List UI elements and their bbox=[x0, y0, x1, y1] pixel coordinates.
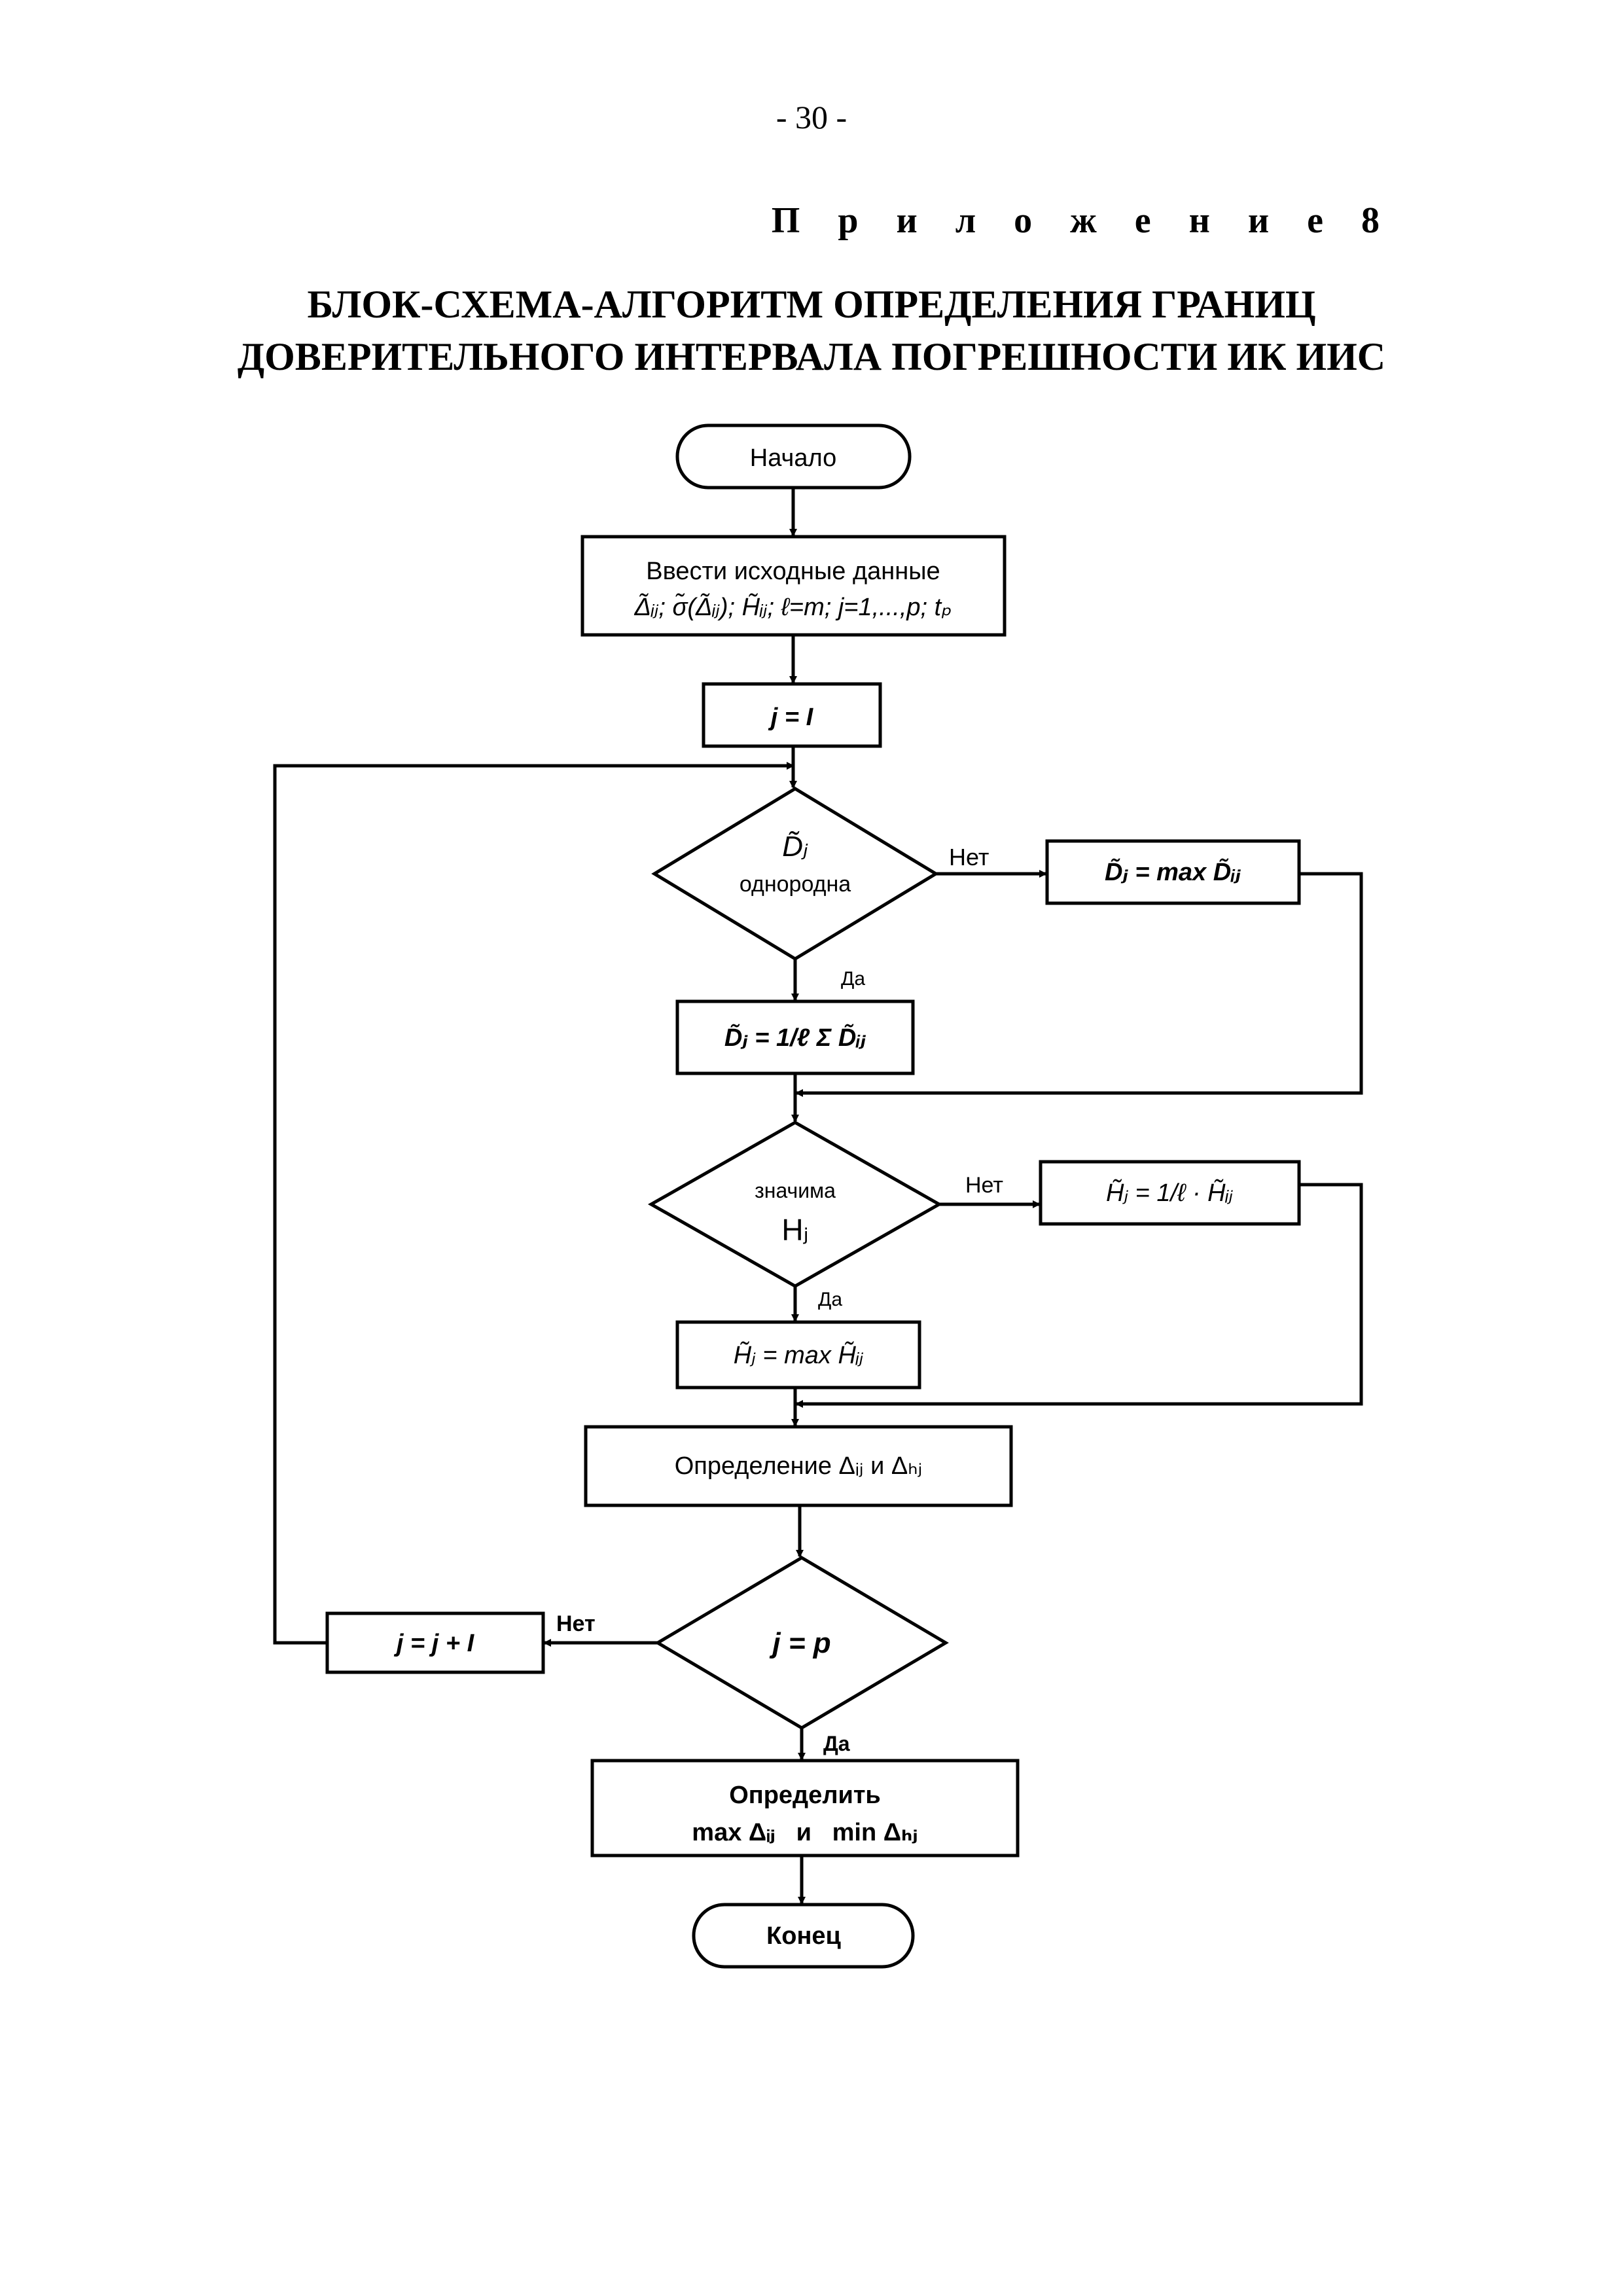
connector-loop-back bbox=[273, 762, 794, 1645]
final-block bbox=[590, 1759, 1020, 1857]
hmax-label: H̃ⱼ = max H̃ᵢⱼ bbox=[734, 1341, 864, 1369]
hmean-label: H̃ⱼ = 1/ℓ · H̃ᵢⱼ bbox=[1106, 1179, 1233, 1207]
decision1-symbol: D̃ⱼ bbox=[782, 831, 808, 863]
decision3-yes-label: Да bbox=[823, 1732, 850, 1755]
input-label-2: Δ̃ᵢⱼ; σ̃(Δ̃ᵢⱼ); H̃ᵢⱼ; ℓ=m; j=1,...,p; tₚ bbox=[633, 593, 952, 621]
init-label: j = I bbox=[768, 704, 814, 731]
end-terminal bbox=[692, 1903, 915, 1969]
increment-label: j = j + I bbox=[393, 1630, 475, 1657]
final-label-2: max Δᵢⱼ и min Δₕⱼ bbox=[692, 1819, 918, 1846]
appendix-label: П р и л о ж е н и е 8 bbox=[771, 200, 1394, 241]
decision2-yes-label: Да bbox=[818, 1289, 842, 1310]
page-title: БЛОК-СХЕМА-АЛГОРИТМ ОПРЕДЕЛЕНИЯ ГРАНИЦ Д… bbox=[0, 278, 1623, 383]
process-h-max bbox=[675, 1320, 921, 1390]
decision3-text: j = p bbox=[769, 1627, 830, 1659]
connector-hmean-merge bbox=[795, 1183, 1363, 1408]
title-line-2: ДОВЕРИТЕЛЬНОГО ИНТЕРВАЛА ПОГРЕШНОСТИ ИК … bbox=[237, 335, 1386, 378]
end-label: Конец bbox=[766, 1922, 841, 1950]
decision1-yes-label: Да bbox=[841, 968, 865, 990]
decision1-no-label: Нет bbox=[949, 844, 989, 870]
decision2-text: значима bbox=[755, 1179, 836, 1202]
dmax-label: D̃ⱼ = max D̃ᵢⱼ bbox=[1105, 857, 1241, 886]
final-label-1: Определить bbox=[729, 1782, 881, 1809]
connector-dmax-merge bbox=[795, 872, 1363, 1097]
decision2-symbol: Hⱼ bbox=[781, 1213, 808, 1247]
title-line-1: БЛОК-СХЕМА-АЛГОРИТМ ОПРЕДЕЛЕНИЯ ГРАНИЦ bbox=[307, 283, 1316, 326]
compute-label: Определение Δᵢⱼ и Δₕⱼ bbox=[675, 1452, 923, 1480]
process-h-mean bbox=[1039, 1160, 1301, 1226]
start-label: Начало bbox=[750, 444, 836, 472]
decision3-no-label: Нет bbox=[556, 1611, 596, 1636]
decision1-text: однородна bbox=[740, 872, 851, 897]
decision2-no-label: Нет bbox=[965, 1173, 1003, 1198]
page-number: - 30 - bbox=[776, 99, 847, 135]
dmean-label: D̃ⱼ = 1/ℓ Σ D̃ᵢⱼ bbox=[724, 1023, 866, 1052]
input-label-1: Ввести исходные данные bbox=[646, 558, 940, 585]
decision-significant bbox=[647, 1121, 943, 1288]
